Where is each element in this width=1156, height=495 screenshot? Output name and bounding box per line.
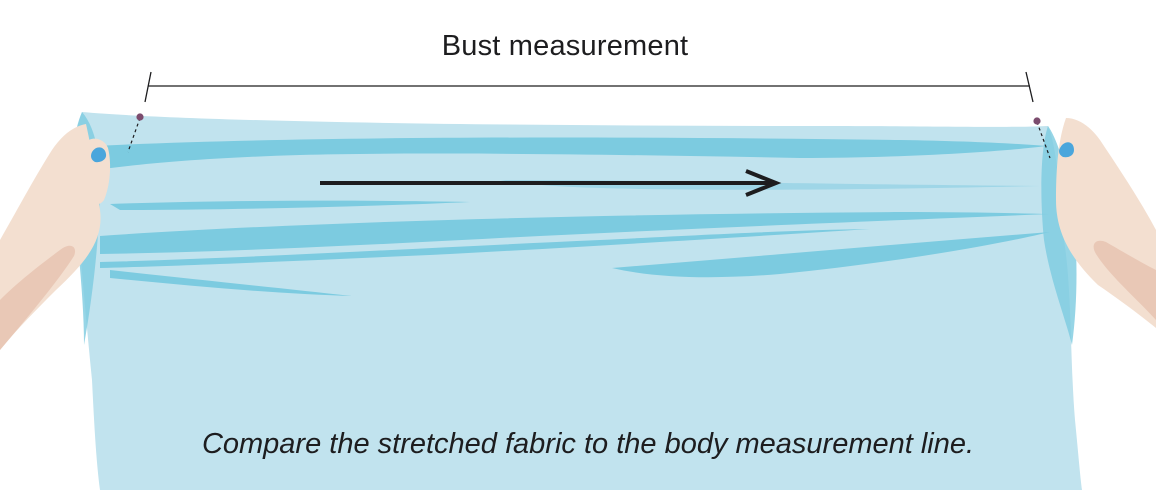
right-thumbnail [1059,142,1074,158]
left-thumbnail [91,147,107,163]
diagram-caption: Compare the stretched fabric to the body… [201,428,975,460]
left-arm-shadow [0,245,76,350]
right-pin [1033,117,1051,159]
pin-icon [136,113,144,121]
fabric-fold-4 [100,229,870,268]
left-pin [127,113,144,153]
fabric-fold-2 [110,200,470,210]
diagram-title: Bust measurement [441,30,689,62]
measurement-tick-left [144,71,152,103]
measurement-tick-right [1025,71,1034,103]
fabric-fold-1 [95,137,1046,170]
fabric-fold-5 [110,270,352,296]
right-hand-icon [1056,118,1156,328]
fabric-fold-6 [612,232,1050,278]
left-hand-icon [0,124,111,350]
right-arrow-icon [320,169,782,197]
right-arm-shadow [1093,240,1156,320]
fabric-fold-3 [100,212,1050,254]
right-pin-shaft [1036,121,1051,159]
stretch-arrow-head [745,169,782,197]
pin-icon [1033,117,1041,125]
left-pin-shaft [127,117,141,153]
measurement-line [144,71,1034,103]
